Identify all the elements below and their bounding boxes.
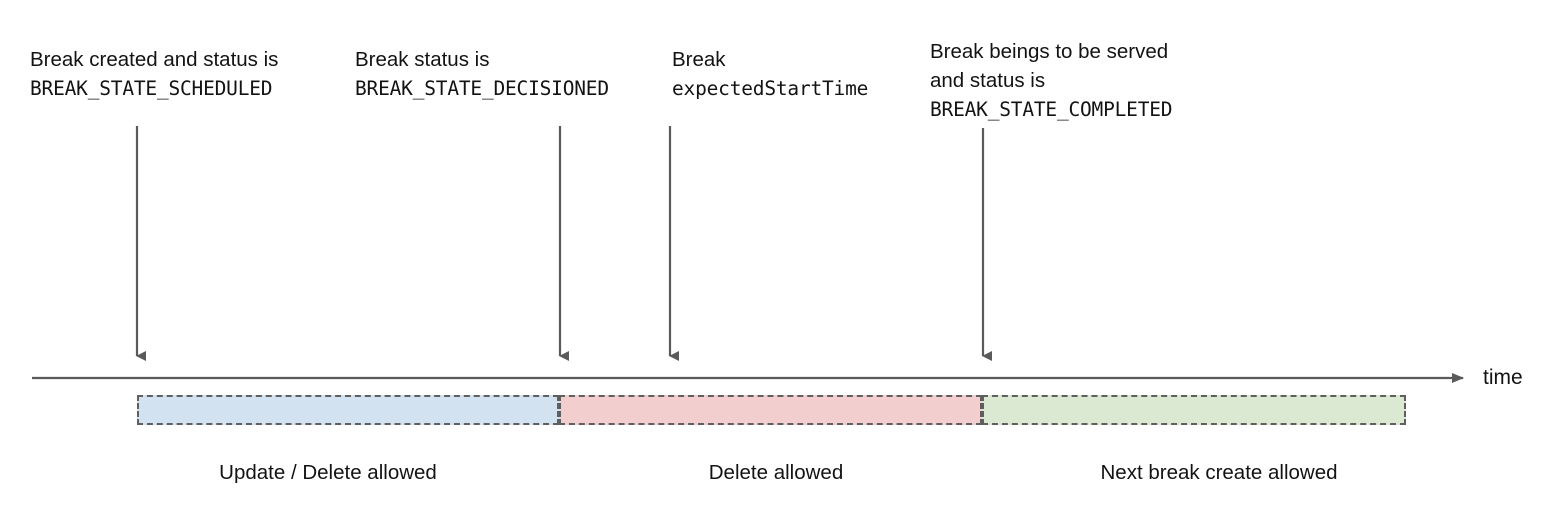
- annotation-scheduled-line2: BREAK_STATE_SCHEDULED: [30, 77, 273, 100]
- annotation-expected-start-time: Break expectedStartTime: [672, 45, 868, 103]
- annotation-completed-line1: Break beings to be served: [930, 40, 1169, 63]
- time-axis-label: time: [1483, 366, 1523, 389]
- annotation-completed: Break beings to be served and status is …: [930, 37, 1173, 124]
- annotation-expected-start-time-line2: expectedStartTime: [672, 77, 869, 100]
- annotation-completed-line3: BREAK_STATE_COMPLETED: [930, 98, 1173, 121]
- band-next-break-create: [982, 395, 1406, 425]
- annotation-expected-start-time-line1: Break: [672, 48, 726, 71]
- annotation-completed-line2: and status is: [930, 69, 1046, 92]
- band-label-delete-only: Delete allowed: [708, 461, 844, 484]
- band-update-delete: [137, 395, 559, 425]
- annotation-scheduled-line1: Break created and status is: [30, 48, 279, 71]
- annotation-decisioned-line1: Break status is: [355, 48, 490, 71]
- annotation-decisioned: Break status is BREAK_STATE_DECISIONED: [355, 45, 609, 103]
- band-label-update-delete: Update / Delete allowed: [219, 461, 437, 484]
- annotation-scheduled: Break created and status is BREAK_STATE_…: [30, 45, 278, 103]
- band-delete-only: [559, 395, 982, 425]
- band-label-next-break-create: Next break create allowed: [1100, 461, 1338, 484]
- annotation-decisioned-line2: BREAK_STATE_DECISIONED: [355, 77, 609, 100]
